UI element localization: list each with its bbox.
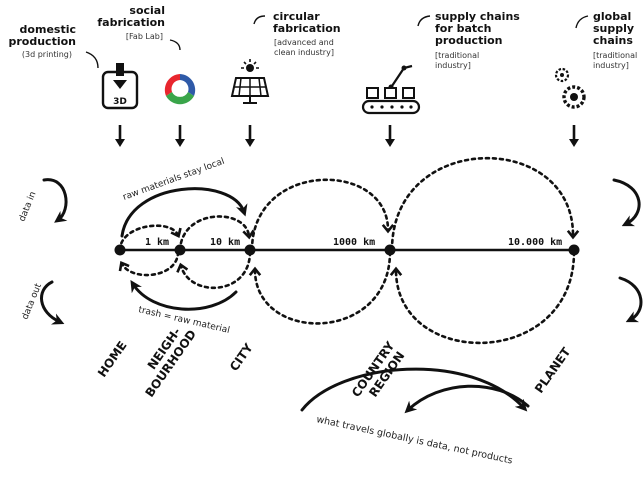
header-connector	[417, 15, 431, 27]
trash-arrow	[130, 279, 238, 311]
svg-text:[Fab Lab]: [Fab Lab]	[126, 32, 163, 41]
place-label-line: CITY	[227, 341, 256, 374]
header-connector	[169, 39, 181, 51]
global-data-label: what travels globally is data, not produ…	[315, 414, 513, 466]
3d-printer-icon: 3D	[101, 63, 139, 110]
global-data-arrow-short	[404, 384, 530, 414]
header-subtitle: [traditional	[435, 51, 479, 60]
header-title-line: circular	[273, 10, 320, 23]
header-connector	[575, 15, 589, 29]
distance-label: 1000 km	[333, 237, 375, 248]
solar-panel-icon	[230, 59, 270, 104]
place-label-planet: PLANET	[532, 344, 574, 395]
node-planet	[568, 244, 580, 256]
header-subtitle: clean industry]	[274, 48, 334, 57]
loop-city-country-top	[250, 178, 395, 252]
fab-lab-logo-icon	[164, 74, 196, 105]
header-title-line: supply	[593, 22, 634, 35]
loop-country-planet-top	[390, 156, 580, 252]
down-arrow-city	[245, 125, 255, 147]
header-subtitle: industry]	[593, 61, 629, 70]
header-connector	[85, 51, 99, 69]
header-title-line: supply chains	[435, 10, 520, 23]
header-title-line: global	[593, 10, 631, 23]
printer-label: 3D	[113, 97, 127, 107]
place-label-line: HOME	[95, 339, 130, 380]
data-out-arrow-right	[618, 276, 643, 323]
header-title-line: social	[129, 4, 165, 17]
down-arrow-planet	[569, 125, 579, 147]
svg-text:(3d printing): (3d printing)	[22, 50, 72, 59]
down-arrow-home	[115, 125, 125, 147]
header-title-line: production	[435, 34, 503, 47]
down-arrow-neighbourhood	[175, 125, 185, 147]
factory-conveyor-icon	[361, 64, 421, 115]
distance-label: 10 km	[210, 237, 240, 248]
header-subtitle: [traditional	[593, 51, 637, 60]
node-city	[244, 244, 256, 256]
data-out-arrow-left	[40, 280, 65, 325]
place-label-home: HOME	[95, 339, 130, 380]
header-title-line: fabrication	[97, 16, 165, 29]
data-in-arrow-left	[42, 178, 68, 223]
loop-planet-country-bottom	[389, 250, 576, 345]
header-subtitle: (3d printing)	[22, 50, 72, 59]
place-label-city: CITY	[227, 341, 256, 374]
node-neighbourhood	[174, 244, 186, 256]
loop-neighbourhood-home-bottom	[118, 250, 180, 277]
loop-city-neighbourhood-bottom	[176, 250, 252, 290]
header-title-line: for batch	[435, 22, 492, 35]
node-country-region	[384, 244, 396, 256]
down-arrow-country	[385, 125, 395, 147]
loop-neighbourhood-city-top	[178, 215, 255, 252]
loop-country-city-bottom	[248, 250, 392, 325]
header-title-line: chains	[593, 34, 633, 47]
place-label-neighbourhood: NEIGH-BOURHOOD	[131, 319, 199, 400]
header-subtitle: [advanced and	[274, 38, 334, 47]
header-connector	[253, 15, 266, 25]
distance-label: 10.000 km	[508, 237, 562, 248]
loop-home-neighbourhood-top	[118, 224, 182, 252]
place-label-line: PLANET	[532, 344, 574, 395]
raw-materials-arrow	[120, 187, 248, 238]
raw-materials-label: raw materials stay local	[122, 157, 226, 203]
distance-label: 1 km	[145, 237, 169, 248]
data-in-label: data in	[18, 190, 39, 223]
header-subtitle: industry]	[435, 61, 471, 70]
header-subtitle: [Fab Lab]	[126, 32, 163, 41]
header-title-line: domestic	[20, 23, 76, 36]
header-title-line: production	[9, 35, 77, 48]
data-in-arrow-right	[612, 178, 641, 227]
header-title-line: fabrication	[273, 22, 341, 35]
gears-icon	[554, 67, 586, 109]
node-home	[114, 244, 126, 256]
